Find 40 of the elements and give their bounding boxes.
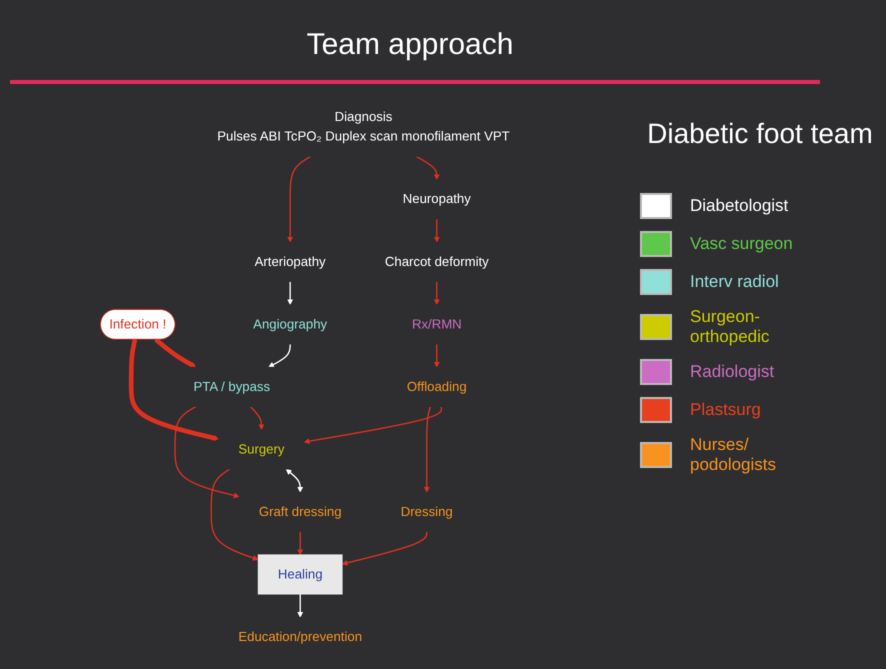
legend-label: Radiologist [690, 362, 776, 382]
node-text: Rx/RMN [412, 317, 462, 332]
node-text: Charcot deformity [384, 254, 489, 270]
arrow [250, 406, 264, 430]
node-text: Arteriopathy [254, 254, 326, 270]
arrow [174, 406, 240, 498]
legend-label: Vasc surgeon [690, 234, 794, 254]
node-text: Graft dressing [258, 504, 342, 520]
arrow [287, 282, 294, 305]
arrow [128, 338, 219, 441]
slide-title: Team approach [306, 28, 514, 62]
node-text: Angiography [253, 317, 328, 332]
arrow [210, 468, 258, 561]
arrow [268, 344, 291, 368]
node-text: Offloading [406, 380, 467, 394]
arrow [416, 156, 440, 180]
node-box: Healing [258, 554, 343, 595]
arrow [154, 338, 196, 368]
arrow [297, 594, 304, 618]
arrow [424, 406, 432, 492]
arrow [434, 282, 440, 305]
arrow [342, 532, 428, 566]
node-text: Education/prevention [238, 630, 362, 644]
legend-label: Surgeon-orthopedic [690, 306, 770, 347]
node-text: Diagnosis Pulses ABI TcPO₂ Duplex scan monofilament VPT [217, 110, 510, 144]
legend-label: Diabetologist [690, 196, 790, 216]
arrow [304, 406, 442, 444]
node-text: Neuropathy [402, 192, 471, 207]
panel-heading: Diabetic foot team [646, 117, 874, 151]
arrow [434, 219, 440, 242]
arrow [434, 344, 440, 368]
legend-label: Interv radiol [690, 272, 780, 292]
node-text: Surgery [238, 442, 284, 457]
arrow [287, 156, 311, 242]
arrow [286, 469, 304, 492]
arrow [297, 532, 304, 555]
legend-label: Nurses/ podologists [690, 434, 778, 475]
legend-label: Plastsurg [690, 400, 762, 420]
node-text: Dressing [400, 504, 453, 520]
node-text: PTA / bypass [194, 380, 270, 394]
